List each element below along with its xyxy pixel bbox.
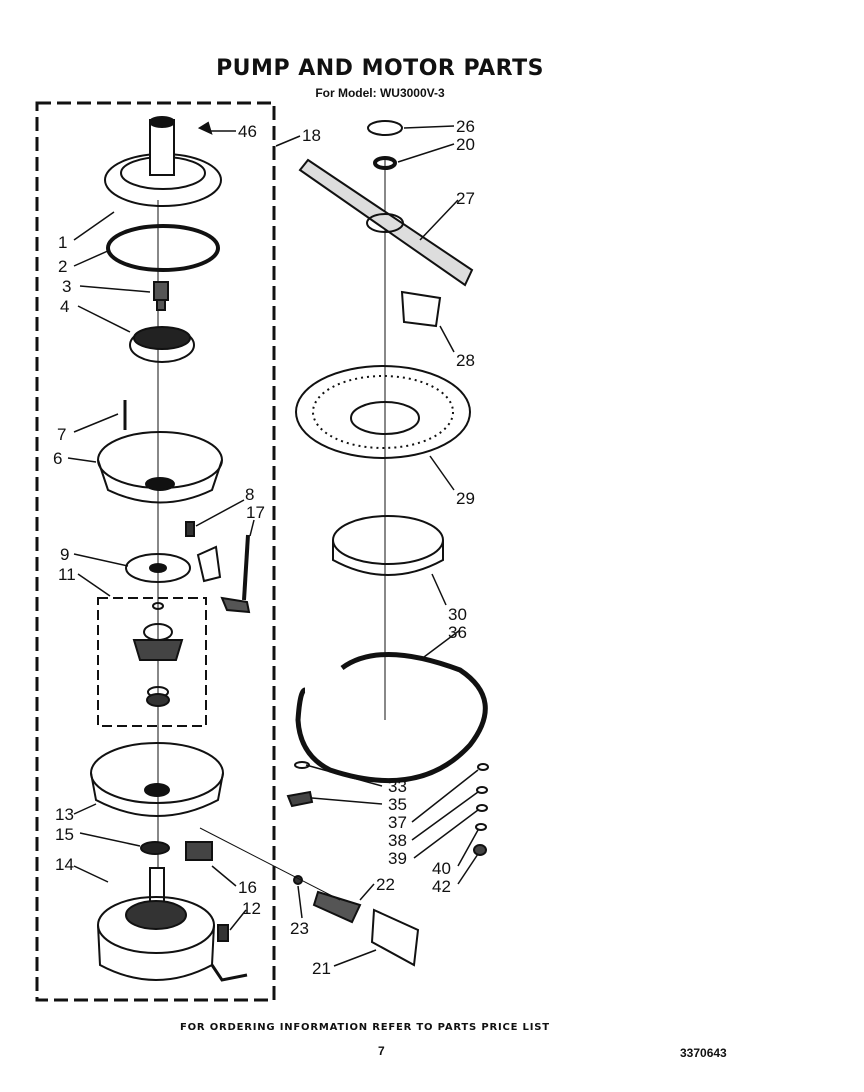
gasket-ring-part xyxy=(106,224,220,272)
callout-27: 27 xyxy=(456,189,475,208)
callout-2: 2 xyxy=(58,257,67,276)
spray-arm-part xyxy=(298,158,474,287)
callout-38: 38 xyxy=(388,831,407,850)
callout-13: 13 xyxy=(55,805,74,824)
subassembly-outline xyxy=(97,597,207,727)
assembly-outline xyxy=(35,101,276,1002)
impeller-disk-part xyxy=(129,326,195,363)
callout-23: 23 xyxy=(290,919,309,938)
callout-37: 37 xyxy=(388,813,407,832)
callout-42: 42 xyxy=(432,877,451,896)
callout-4: 4 xyxy=(60,297,69,316)
callout-18: 18 xyxy=(302,126,321,145)
callout-21: 21 xyxy=(312,959,331,978)
callout-11: 11 xyxy=(58,565,76,584)
page-title: PUMP AND MOTOR PARTS xyxy=(216,56,544,81)
pump-cover-part xyxy=(104,116,222,207)
ordering-info-note: FOR ORDERING INFORMATION REFER TO PARTS … xyxy=(180,1022,550,1033)
callout-9: 9 xyxy=(60,545,69,564)
callout-30: 30 xyxy=(448,605,467,624)
callout-3: 3 xyxy=(62,277,71,296)
impeller-assembly-part xyxy=(132,602,184,707)
motor-mount-part xyxy=(90,742,224,817)
callout-29: 29 xyxy=(456,489,475,508)
model-subtitle: For Model: WU3000V-3 xyxy=(315,86,445,100)
bolt-part xyxy=(153,281,169,311)
callout-7: 7 xyxy=(57,425,66,444)
filter-screen-part xyxy=(295,365,471,459)
callout-1: 1 xyxy=(58,233,67,252)
callout-36: 36 xyxy=(448,623,467,642)
heater-element-part xyxy=(295,652,488,784)
plate-part xyxy=(125,545,222,583)
callout-26: 26 xyxy=(456,117,475,136)
callout-16: 14 xyxy=(55,855,74,874)
callout-22: 22 xyxy=(376,875,395,894)
washer-part xyxy=(373,156,397,170)
callout-46: 46 xyxy=(238,122,257,141)
seal-ring-part xyxy=(332,515,444,576)
cap-part xyxy=(367,120,403,136)
callout-40: 40 xyxy=(432,859,451,878)
callout-39: 39 xyxy=(388,849,407,868)
callout-12: 12 xyxy=(242,899,261,918)
callout-8: 8 xyxy=(245,485,254,504)
callout-20: 20 xyxy=(456,135,475,154)
callout-14: 16 xyxy=(238,878,257,897)
page-number: 7 xyxy=(378,1044,385,1058)
callout-35: 35 xyxy=(388,795,407,814)
pump-housing-part xyxy=(97,431,223,504)
document-number: 3370643 xyxy=(680,1046,727,1060)
callout-15: 15 xyxy=(55,825,74,844)
callout-17: 17 xyxy=(246,503,265,522)
callout-28: 28 xyxy=(456,351,475,370)
callout-33: 33 xyxy=(388,777,407,796)
callout-6: 6 xyxy=(53,449,62,468)
motor-part xyxy=(97,867,248,982)
